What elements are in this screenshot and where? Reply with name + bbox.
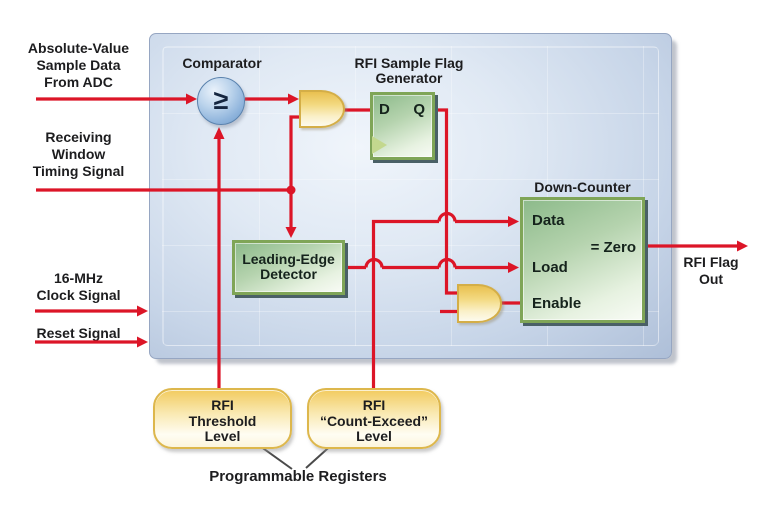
count-exceed-line2: “Count-Exceed” — [319, 412, 429, 429]
down-counter-title: Down-Counter — [534, 179, 631, 195]
junction-dot — [286, 185, 296, 195]
d-pin-label: D — [379, 101, 390, 118]
threshold-register-label: RFI Threshold Level — [155, 390, 290, 445]
rfi-out-line1: RFI Flag — [683, 254, 739, 270]
comparator-block: ≥ — [197, 77, 245, 125]
wire-countexceed-to-data — [371, 219, 439, 388]
red-wires — [35, 97, 737, 388]
programmable-registers-label: Programmable Registers — [209, 468, 387, 485]
receiving-label-line3: Timing Signal — [32, 163, 125, 179]
q-pin-label: Q — [413, 101, 425, 118]
wire-hop — [437, 211, 457, 222]
load-pin-label: Load — [532, 259, 568, 276]
clock-label-line1: 16-MHz — [53, 270, 103, 286]
down-counter-block: Data Load Enable = Zero — [520, 197, 645, 323]
arrow-into-gate1 — [288, 93, 299, 105]
count-exceed-register-label: RFI “Count-Exceed” Level — [309, 390, 439, 445]
led-label-line2: Detector — [260, 266, 317, 282]
leading-edge-detector-block: Leading-Edge Detector — [232, 240, 345, 295]
arrowheads — [137, 93, 748, 348]
reset-label-line1: Reset Signal — [36, 325, 121, 341]
clock-edge-triangle-icon — [372, 136, 387, 154]
receiving-window-label: Receiving Window Timing Signal — [6, 129, 151, 180]
clock-signal-label: 16-MHz Clock Signal — [6, 270, 151, 304]
rfi-threshold-register: RFI Threshold Level — [153, 388, 292, 449]
clock-label-line2: Clock Signal — [36, 287, 121, 303]
flipflop-block: D Q — [370, 92, 435, 160]
comparator-title: Comparator — [182, 55, 262, 71]
count-exceed-line3: Level — [356, 428, 392, 444]
leading-edge-detector-label: Leading-Edge Detector — [235, 243, 342, 282]
flag-generator-title: RFI Sample Flag Generator — [344, 56, 474, 86]
equals-zero-label: = Zero — [590, 239, 636, 256]
rfi-out-line2: Out — [698, 271, 724, 287]
wire-hop — [364, 257, 384, 268]
flag-generator-title-line1: RFI Sample Flag — [354, 55, 464, 71]
receiving-label-line2: Window — [51, 146, 106, 162]
arrow-into-comparator-bottom — [213, 127, 225, 139]
gte-symbol: ≥ — [213, 84, 229, 115]
threshold-line2: Threshold — [188, 412, 257, 429]
arrow-clock — [137, 305, 148, 317]
arrow-into-led — [285, 227, 297, 238]
arrow-reset — [137, 336, 148, 348]
threshold-line3: Level — [204, 428, 241, 444]
and-gate-sample — [299, 90, 345, 128]
adc-label-line3: From ADC — [44, 74, 113, 90]
adc-label-line1: Absolute-Value — [27, 40, 130, 56]
receiving-label-line1: Receiving — [45, 129, 112, 145]
count-exceed-register: RFI “Count-Exceed” Level — [307, 388, 441, 449]
arrow-into-data — [508, 216, 519, 227]
threshold-line1: RFI — [211, 397, 234, 413]
arrow-into-comparator — [186, 93, 197, 105]
wire-q-to-gate2 — [434, 108, 457, 295]
count-exceed-line1: RFI — [362, 397, 386, 413]
wire-hop — [437, 257, 457, 268]
adc-label-line2: Sample Data — [36, 57, 121, 73]
arrow-into-load — [508, 262, 519, 273]
led-label-line1: Leading-Edge — [242, 251, 335, 267]
reset-signal-label: Reset Signal — [6, 325, 151, 342]
enable-pin-label: Enable — [532, 295, 582, 312]
data-pin-label: Data — [532, 212, 565, 229]
arrow-rfi-flag-out — [737, 240, 748, 252]
wire-timing-to-gate1 — [289, 115, 299, 190]
and-gate-enable — [457, 284, 502, 323]
rfi-flag-out-label: RFI Flag Out — [674, 254, 748, 288]
adc-signal-label: Absolute-Value Sample Data From ADC — [6, 40, 151, 91]
flag-generator-title-line2: Generator — [375, 70, 443, 86]
